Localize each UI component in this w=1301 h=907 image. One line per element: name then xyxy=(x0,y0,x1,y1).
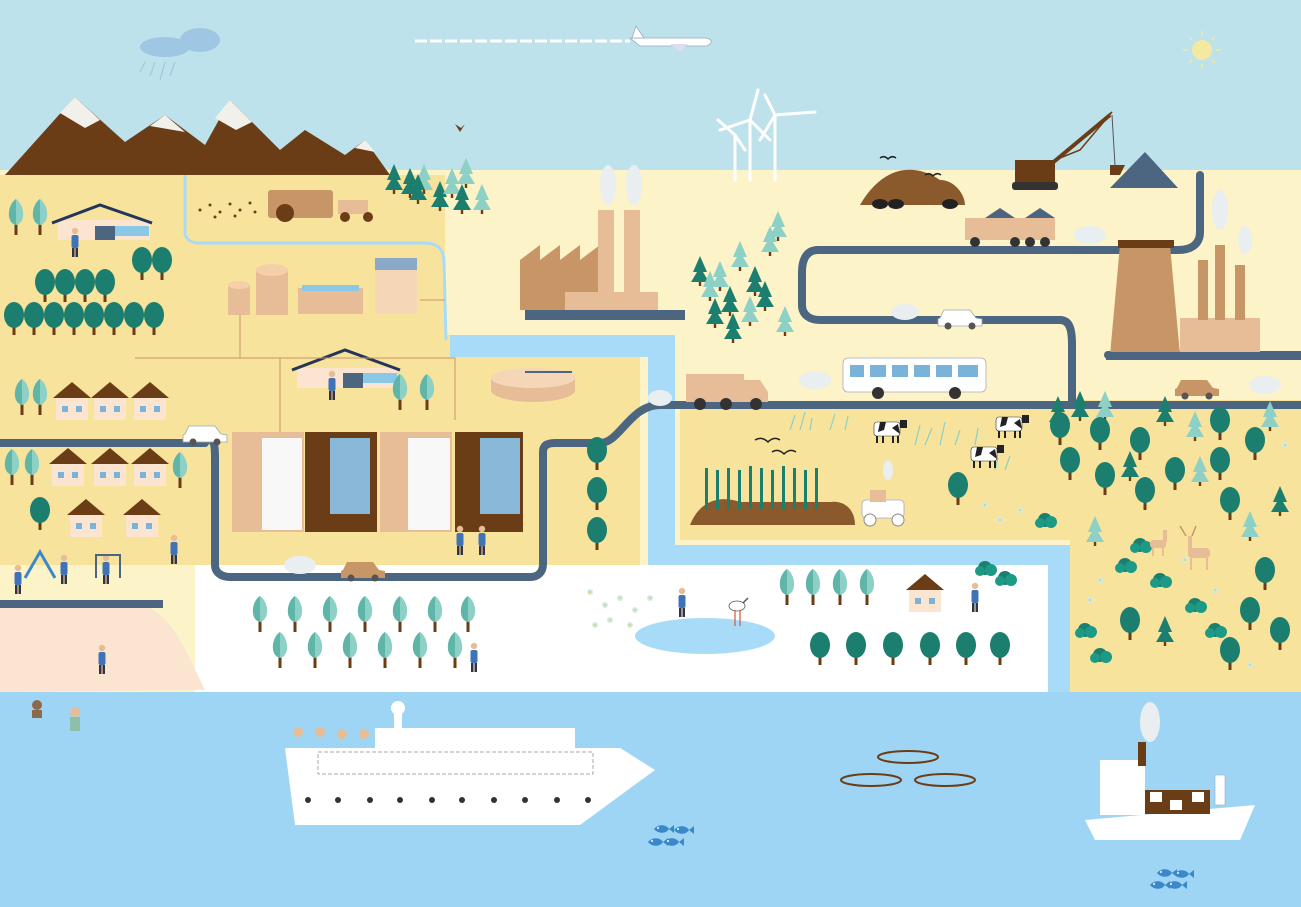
wind-turbine-icon xyxy=(716,88,817,182)
truck-icon xyxy=(648,374,768,410)
stork-icon xyxy=(728,597,749,626)
cloud-icon xyxy=(139,28,220,81)
sea xyxy=(0,692,1301,907)
power-plant-icon xyxy=(1106,190,1301,360)
pond xyxy=(635,618,775,654)
water-treatment-icon xyxy=(491,368,575,402)
manure-spread xyxy=(198,201,257,219)
playground xyxy=(23,548,121,579)
barn-icon xyxy=(51,203,153,240)
reeds xyxy=(789,411,1011,471)
cargo-ship-icon xyxy=(1085,702,1255,840)
silos xyxy=(228,258,417,315)
gravel-pile xyxy=(1110,152,1178,188)
apartment-building-icon xyxy=(232,432,523,532)
swimmers xyxy=(32,700,80,731)
dump-truck-icon xyxy=(965,208,1055,247)
cruise-ship-icon xyxy=(285,701,655,825)
forest-ground xyxy=(1070,400,1301,692)
excavator-icon xyxy=(1012,111,1125,190)
bus-icon xyxy=(842,357,987,399)
deer-icon xyxy=(1150,525,1210,570)
factory-icon xyxy=(520,165,685,320)
coal-pile xyxy=(860,169,965,205)
tractor-icon xyxy=(861,460,905,527)
tire-pile xyxy=(872,199,958,209)
sun-icon xyxy=(1183,31,1221,69)
pier xyxy=(0,600,163,608)
bird-icon xyxy=(455,124,465,132)
bird-icon xyxy=(754,155,942,456)
tractor-icon xyxy=(268,190,373,222)
pipelines xyxy=(135,299,456,440)
exhaust-cloud xyxy=(284,226,1281,574)
mountain-icon xyxy=(5,97,390,175)
stream xyxy=(183,172,448,341)
fish-farm-icon xyxy=(840,750,976,787)
barn-icon xyxy=(291,348,401,388)
crop-field xyxy=(690,466,855,525)
airplane-icon xyxy=(415,25,712,52)
